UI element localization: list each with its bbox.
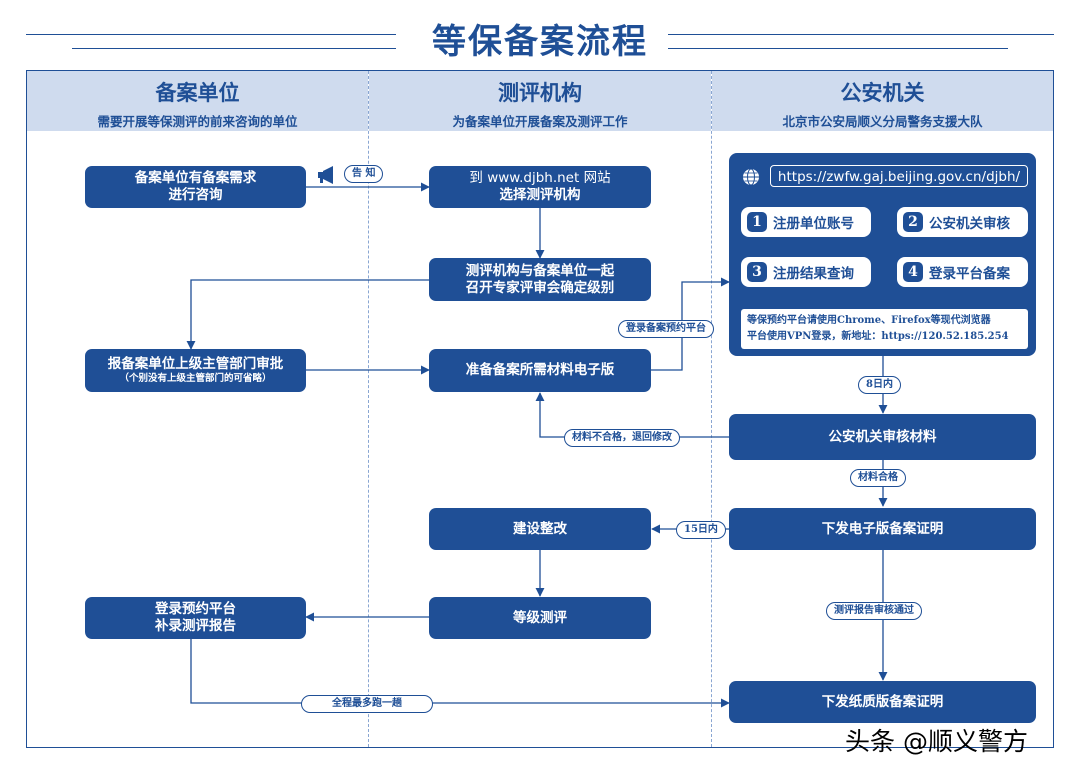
step-number: 1 — [747, 212, 767, 232]
arrow-review-to-report — [186, 279, 429, 350]
box-electronic-cert[interactable]: 下发电子版备案证明 — [729, 508, 1036, 550]
label-report-pass: 测评报告审核通过 — [826, 602, 922, 620]
label-notify: 告 知 — [344, 165, 384, 183]
diagram-frame — [26, 70, 1054, 748]
watermark: 头条 @顺义警方 — [845, 727, 1028, 756]
box-report-approval[interactable]: 报备案单位上级主管部门审批 （个别没有上级主管部门的可省略） — [85, 349, 306, 392]
title-rule-right-top — [668, 34, 1054, 35]
column-divider-1 — [368, 71, 369, 747]
box-need-consult[interactable]: 备案单位有备案需求 进行咨询 — [85, 166, 306, 208]
column-title: 测评机构 — [498, 80, 582, 105]
step-register-account[interactable]: 1 注册单位账号 — [741, 207, 871, 237]
label-15-days: 15日内 — [676, 521, 726, 539]
box-expert-review[interactable]: 测评机构与备案单位一起 召开专家评审会确定级别 — [429, 258, 651, 301]
box-rectify[interactable]: 建设整改 — [429, 508, 651, 550]
step-number: 3 — [747, 262, 767, 282]
column-subtitle: 为备案单位开展备案及测评工作 — [452, 114, 628, 129]
step-police-audit[interactable]: 2 公安机关审核 — [897, 207, 1028, 237]
step-query-result[interactable]: 3 注册结果查询 — [741, 257, 871, 287]
column-title: 备案单位 — [155, 80, 240, 105]
page-title: 等保备案流程 — [432, 22, 648, 62]
label-8-days: 8日内 — [858, 376, 901, 394]
column-header-evaluator: 测评机构 为备案单位开展备案及测评工作 — [369, 71, 711, 131]
step-label: 注册结果查询 — [773, 266, 854, 282]
platform-note: 等保预约平台请使用Chrome、Firefox等现代浏览器 平台使用VPN登录，… — [741, 309, 1028, 349]
label-one-trip: 全程最多跑一趟 — [301, 695, 433, 713]
platform-url[interactable]: https://zwfw.gaj.beijing.gov.cn/djbh/ — [770, 165, 1028, 187]
step-number: 4 — [903, 262, 923, 282]
box-supplement-report[interactable]: 登录预约平台 补录测评报告 — [85, 597, 306, 639]
label-rejected: 材料不合格，退回修改 — [564, 429, 680, 447]
step-label: 公安机关审核 — [929, 216, 1010, 232]
globe-icon — [743, 168, 759, 186]
label-approved: 材料合格 — [850, 469, 906, 487]
column-divider-2 — [711, 71, 712, 747]
column-title: 公安机关 — [840, 80, 925, 105]
step-label: 注册单位账号 — [773, 216, 854, 232]
title-rule-right-bottom — [668, 48, 1008, 49]
megaphone-icon — [318, 166, 333, 184]
step-number: 2 — [903, 212, 923, 232]
title-rule-left-bottom — [72, 48, 396, 49]
title-rule-left-top — [26, 34, 396, 35]
box-select-evaluator[interactable]: 到 www.djbh.net 网站 选择测评机构 — [429, 166, 651, 208]
step-login-filing[interactable]: 4 登录平台备案 — [897, 257, 1028, 287]
column-subtitle: 需要开展等保测评的前来咨询的单位 — [97, 114, 298, 129]
box-prepare-materials[interactable]: 准备备案所需材料电子版 — [429, 349, 651, 392]
column-header-applicant: 备案单位 需要开展等保测评的前来咨询的单位 — [27, 71, 368, 131]
label-login-platform: 登录备案预约平台 — [618, 320, 714, 338]
arrow-supp-to-paper — [190, 638, 730, 708]
column-header-police: 公安机关 北京市公安局顺义分局警务支援大队 — [712, 71, 1053, 131]
box-paper-cert[interactable]: 下发纸质版备案证明 — [729, 681, 1036, 723]
column-subtitle: 北京市公安局顺义分局警务支援大队 — [782, 114, 983, 129]
box-grade-evaluation[interactable]: 等级测评 — [429, 597, 651, 639]
box-police-review[interactable]: 公安机关审核材料 — [729, 414, 1036, 460]
step-label: 登录平台备案 — [929, 266, 1010, 282]
